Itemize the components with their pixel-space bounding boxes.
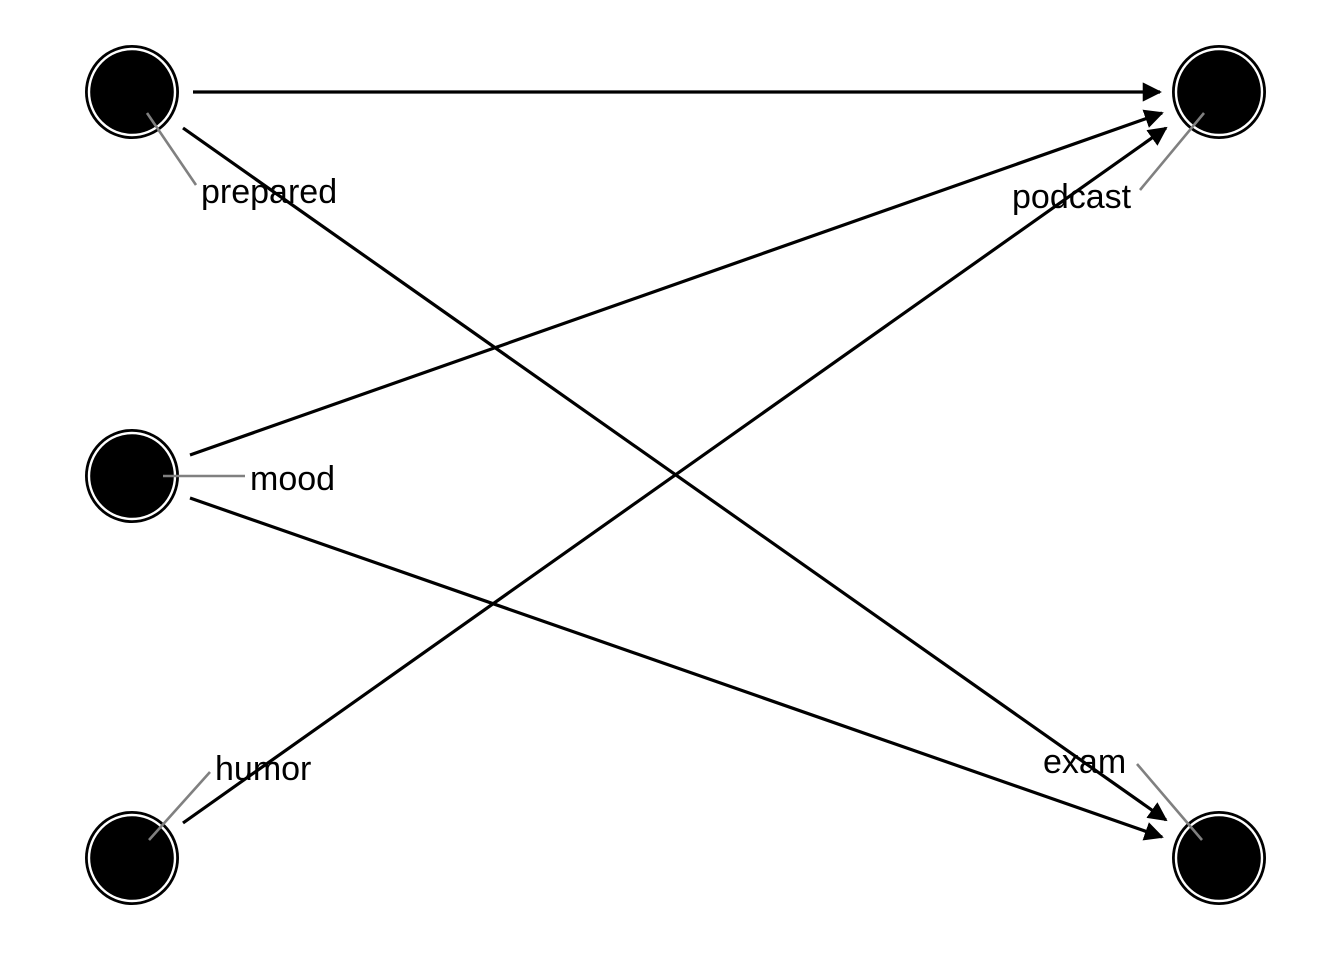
node-ring [1174,47,1264,137]
node-exam [1172,811,1266,905]
label-leaders [145,112,1205,841]
leader-exam [1136,763,1203,841]
leader-prepared [145,112,198,186]
node-ring [1174,813,1264,903]
node-ring [87,813,177,903]
label-humor: humor [215,750,311,788]
edge-mood-podcast [189,109,1164,457]
node-prepared [85,45,179,139]
edge-mood-exam [189,496,1164,841]
node-circle [85,45,179,139]
node-ring [87,47,177,137]
edge-humor-podcast [182,126,1168,825]
node-circle [1172,45,1266,139]
node-circle [1172,811,1266,905]
label-prepared: prepared [201,173,337,211]
node-circle [85,429,179,523]
node-circle [85,811,179,905]
edges [182,82,1168,841]
label-mood: mood [250,460,335,498]
leader-podcast [1139,112,1205,191]
node-podcast [1172,45,1266,139]
node-humor [85,811,179,905]
label-podcast: podcast [1012,178,1132,216]
labels: prepared podcast mood humor exam [201,173,1132,788]
label-exam: exam [1043,743,1126,781]
leader-humor [148,771,211,841]
